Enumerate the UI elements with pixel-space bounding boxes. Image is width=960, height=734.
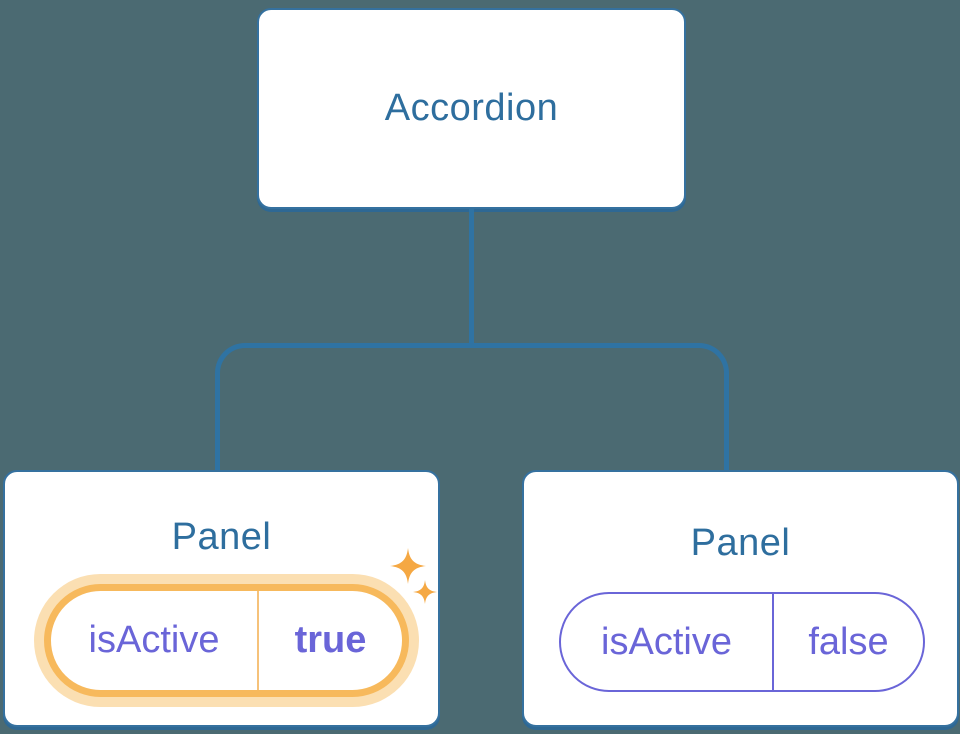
pill-divider [257, 591, 259, 690]
panel-title: Panel [690, 522, 791, 564]
sparkle-icon-large [390, 548, 426, 584]
accordion-node-label: Accordion [384, 87, 559, 129]
state-pill-inactive: isActive false [559, 592, 925, 692]
state-pill-active: isActive true [44, 584, 409, 697]
sparkle-icon-small [413, 580, 437, 604]
panel-node-inactive: Panel isActive false [522, 470, 959, 727]
state-value: false [808, 620, 889, 663]
state-name: isActive [601, 620, 732, 663]
panel-title: Panel [171, 516, 272, 558]
accordion-node: Accordion [257, 8, 686, 209]
pill-divider [772, 594, 774, 690]
panel-node-active: Panel isActive true [3, 470, 440, 727]
state-name: isActive [88, 619, 220, 661]
state-value: true [294, 619, 367, 661]
connector-branch [215, 343, 729, 470]
connector-stem [469, 209, 474, 348]
